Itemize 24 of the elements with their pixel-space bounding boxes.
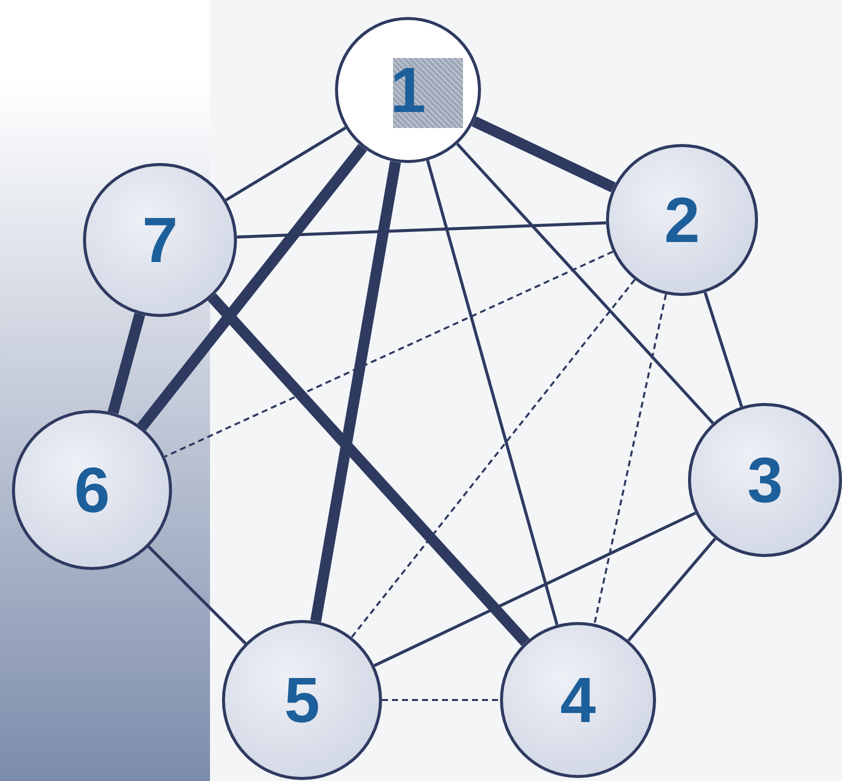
dashed-line bbox=[382, 699, 500, 701]
node-number: 6 bbox=[74, 453, 110, 527]
connector-line bbox=[627, 538, 716, 642]
dashed-line bbox=[164, 250, 614, 458]
connector-line bbox=[704, 292, 744, 408]
node-number: 5 bbox=[284, 663, 320, 737]
connector-line bbox=[208, 293, 530, 646]
connector-line bbox=[472, 116, 616, 192]
node-number: 4 bbox=[560, 663, 596, 737]
connector-line bbox=[225, 126, 346, 202]
connector-line bbox=[236, 221, 606, 239]
connector-line bbox=[374, 512, 696, 668]
connector-line bbox=[456, 142, 714, 424]
node-number: 7 bbox=[142, 203, 178, 277]
connector-line bbox=[426, 160, 558, 626]
connector-line bbox=[108, 312, 146, 414]
node-number: 3 bbox=[747, 443, 783, 517]
connector-line bbox=[310, 160, 401, 622]
dashed-line bbox=[350, 278, 636, 638]
connector-line bbox=[148, 546, 246, 644]
connector-line bbox=[137, 144, 368, 431]
dashed-line bbox=[594, 294, 667, 624]
node-number: 2 bbox=[664, 183, 700, 257]
node-number: 1 bbox=[390, 53, 426, 127]
